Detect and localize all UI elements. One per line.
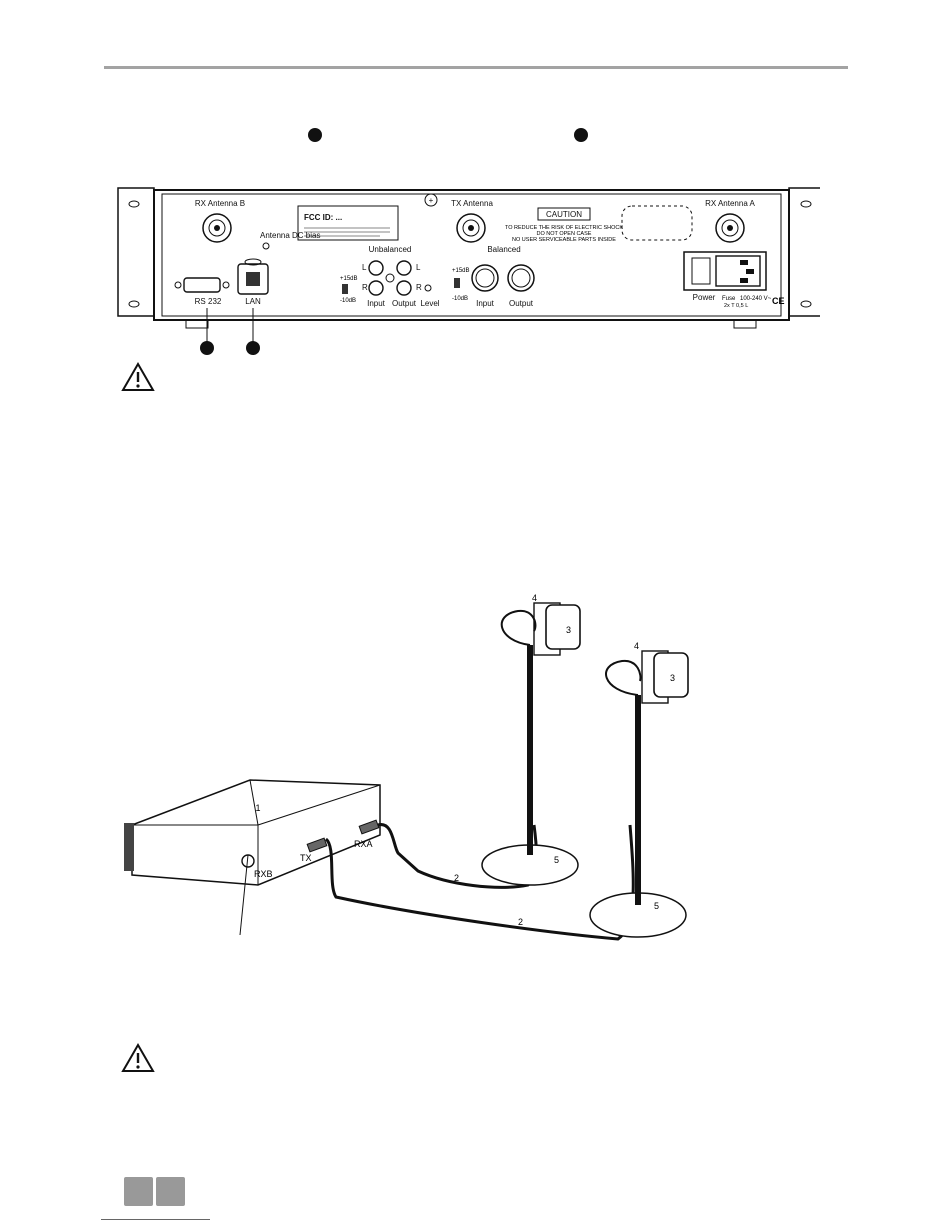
balanced-output-label: Output bbox=[509, 299, 534, 308]
label-antenna-b: 4 bbox=[634, 641, 639, 651]
warning-icon bbox=[121, 1043, 155, 1072]
lan-label: LAN bbox=[245, 297, 261, 306]
label-base-a: 5 bbox=[554, 855, 559, 865]
label-antenna-a: 4 bbox=[532, 593, 537, 603]
rxb-label: RXB bbox=[254, 869, 273, 879]
fuse-label: Fuse bbox=[722, 296, 736, 302]
l1-label: L bbox=[362, 263, 367, 272]
ce-mark: CE bbox=[772, 296, 785, 306]
power-label: Power bbox=[693, 293, 716, 302]
page-square bbox=[156, 1177, 185, 1206]
caution-line-2: DO NOT OPEN CASE bbox=[537, 231, 592, 237]
r2-label: R bbox=[416, 283, 422, 292]
unbalanced-label: Unbalanced bbox=[369, 245, 412, 254]
label-receiver: 1 bbox=[255, 803, 260, 813]
minus10b-label: -10dB bbox=[452, 296, 468, 302]
minus10-label: -10dB bbox=[340, 298, 356, 304]
label-base-b: 5 bbox=[654, 901, 659, 911]
rear-panel-diagram: + RX Antenna B Antenna DC bias FCC ID: .… bbox=[117, 187, 820, 355]
antenna-setup-diagram: 1 RXB TX RXA 5 5 2 2 4 3 4 3 bbox=[124, 593, 689, 941]
bottom-rule bbox=[101, 1219, 210, 1220]
rx-antenna-a-label: RX Antenna A bbox=[705, 199, 755, 208]
label-panel-b: 3 bbox=[670, 673, 675, 683]
warning-icon bbox=[121, 362, 155, 391]
callout-dot-2 bbox=[574, 128, 588, 142]
top-rule bbox=[104, 66, 848, 69]
caution-line-1: TO REDUCE THE RISK OF ELECTRIC SHOCK bbox=[505, 225, 623, 231]
input-label: Input bbox=[367, 299, 386, 308]
r1-label: R bbox=[362, 283, 368, 292]
plus15b-label: +15dB bbox=[452, 268, 470, 274]
level-label: Level bbox=[420, 299, 439, 308]
fuse-rating-label: 2x T 0,5 L bbox=[724, 303, 748, 309]
output-label: Output bbox=[392, 299, 417, 308]
callout-dot-1 bbox=[308, 128, 322, 142]
tx-antenna-label: TX Antenna bbox=[451, 199, 493, 208]
l2-label: L bbox=[416, 263, 421, 272]
rs232-label: RS 232 bbox=[195, 297, 222, 306]
rx-antenna-b-label: RX Antenna B bbox=[195, 199, 245, 208]
page-number-squares bbox=[124, 1177, 188, 1211]
label-cable-a: 2 bbox=[454, 873, 459, 883]
page-square bbox=[124, 1177, 153, 1206]
antenna-dc-bias-label: Antenna DC bias bbox=[260, 231, 320, 240]
svg-text:+: + bbox=[429, 196, 434, 205]
label-cable-b: 2 bbox=[518, 917, 523, 927]
plus15-label: +15dB bbox=[340, 276, 358, 282]
balanced-label: Balanced bbox=[487, 245, 520, 254]
rxa-label: RXA bbox=[354, 839, 373, 849]
caution-label: CAUTION bbox=[546, 210, 582, 219]
voltage-label: 100-240 V~ bbox=[740, 296, 772, 302]
fcc-label: FCC ID: ... bbox=[304, 213, 342, 222]
label-panel-a: 3 bbox=[566, 625, 571, 635]
balanced-input-label: Input bbox=[476, 299, 495, 308]
caution-line-3: NO USER SERVICEABLE PARTS INSIDE bbox=[512, 237, 616, 243]
tx-label: TX bbox=[300, 853, 312, 863]
